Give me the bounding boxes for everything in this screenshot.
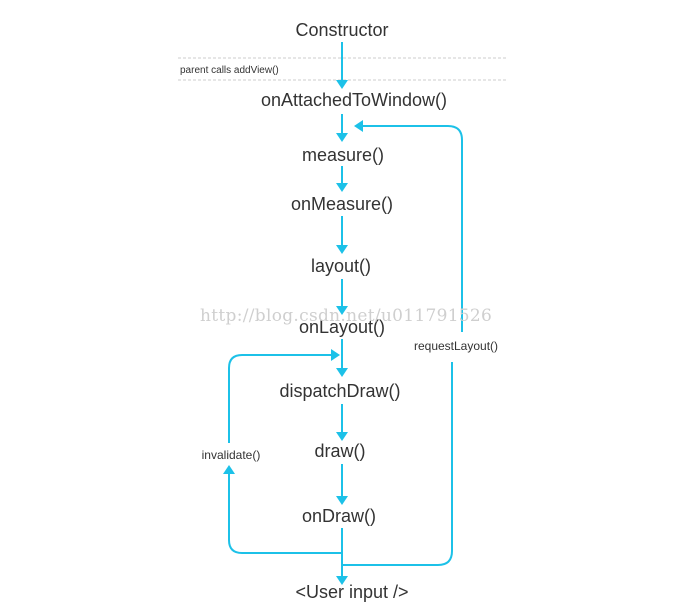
invalidate-path-upper [228, 354, 331, 443]
invalidate-label: invalidate() [202, 448, 261, 462]
step-layout: layout() [311, 256, 371, 276]
step-constructor: Constructor [295, 20, 388, 40]
step-on-draw: onDraw() [302, 506, 376, 526]
arrow-head [336, 245, 348, 254]
invalidate-path-lower [228, 474, 342, 554]
step-on-attached-to-window: onAttachedToWindow() [261, 90, 447, 110]
invalidate-label-bg [194, 444, 270, 464]
arrow-head [336, 183, 348, 192]
step-on-layout: onLayout() [299, 317, 385, 337]
step-draw: draw() [314, 441, 365, 461]
request-layout-loop [342, 120, 463, 566]
arrow-head [336, 432, 348, 441]
step-user-input: <User input /> [295, 582, 408, 602]
invalidate-arrow-head-up [223, 465, 235, 474]
step-measure: measure() [302, 145, 384, 165]
invalidate-loop [223, 349, 342, 554]
step-dispatch-draw: dispatchDraw() [279, 381, 400, 401]
step-on-measure: onMeasure() [291, 194, 393, 214]
invalidate-arrow-head-right [331, 349, 340, 361]
request-layout-path-upper [363, 125, 463, 332]
request-layout-arrow-head [354, 120, 363, 132]
arrow-head [336, 576, 348, 585]
parent-calls-label: parent calls addView() [180, 65, 279, 76]
arrow-head [336, 80, 348, 89]
arrow-head [336, 496, 348, 505]
watermark-text: http://blog.csdn.net/u011791526 [200, 306, 492, 326]
main-flow [336, 42, 348, 585]
request-layout-label-bg [403, 334, 509, 356]
arrow-head [336, 368, 348, 377]
request-layout-label: requestLayout() [414, 339, 498, 353]
request-layout-path-lower [342, 362, 453, 566]
arrow-head [336, 133, 348, 142]
arrow-head [336, 306, 348, 315]
